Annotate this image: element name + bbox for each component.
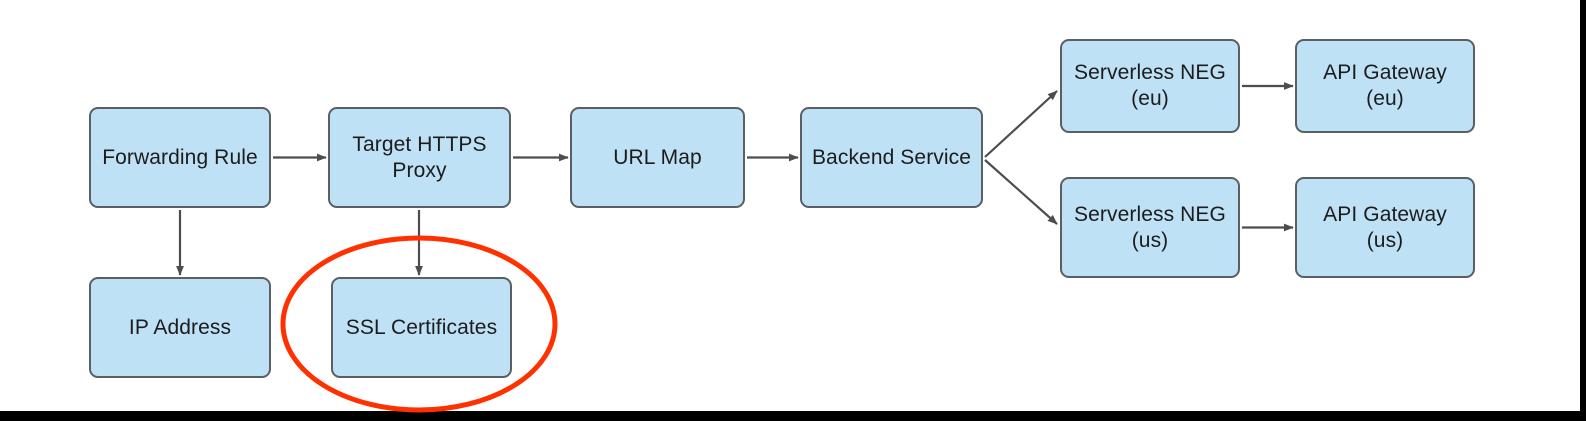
node-serverless-neg-us[interactable]: Serverless NEG (us) xyxy=(1060,177,1240,278)
node-backend-service[interactable]: Backend Service xyxy=(800,107,983,208)
node-serverless-neg-eu[interactable]: Serverless NEG (eu) xyxy=(1060,39,1240,133)
node-ip-address[interactable]: IP Address xyxy=(89,277,271,378)
edge-backend-to-neg-us xyxy=(984,159,1058,225)
node-url-map[interactable]: URL Map xyxy=(570,107,745,208)
node-ssl-certificates[interactable]: SSL Certificates xyxy=(331,277,512,378)
frame-bottom-edge xyxy=(0,411,1586,421)
node-target-https-proxy[interactable]: Target HTTPS Proxy xyxy=(328,107,511,208)
edge-backend-to-neg-eu xyxy=(984,90,1058,158)
node-api-gateway-us[interactable]: API Gateway (us) xyxy=(1295,177,1475,278)
node-api-gateway-eu[interactable]: API Gateway (eu) xyxy=(1295,39,1475,133)
frame-right-edge xyxy=(1580,0,1586,421)
node-forwarding-rule[interactable]: Forwarding Rule xyxy=(89,107,271,208)
